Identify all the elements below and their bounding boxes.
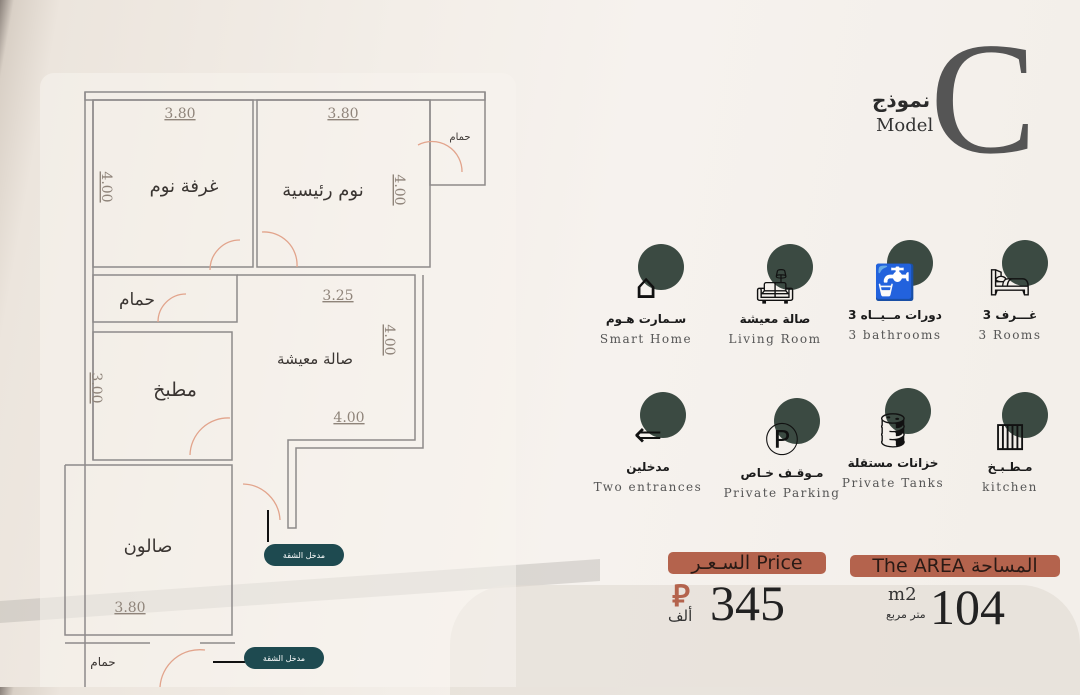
feature-circle <box>767 244 813 290</box>
area-value: 104 <box>930 579 1005 635</box>
sofa-icon: 🛋 <box>753 267 797 307</box>
feature-label-en: kitchen <box>982 480 1038 494</box>
price-unit: ألف <box>668 607 693 625</box>
room-living: صالة معيشة <box>277 350 353 368</box>
entrance-label: مدخل الشقة <box>264 544 344 566</box>
feature-label-en: Two entrances <box>593 480 703 494</box>
dim-master-width: 3.80 <box>327 106 358 122</box>
water-tank-icon: 🛢 <box>871 411 915 451</box>
feature-circle <box>887 240 933 286</box>
entrance-label: مدخل الشقة <box>244 647 324 669</box>
model-title-en: Model <box>876 115 934 136</box>
riyal-icon: ⃁ <box>672 579 690 614</box>
floor-plan-panel <box>40 73 516 687</box>
feature-label-ar: صالة معيشة <box>739 312 811 326</box>
feature-label-en: Private Tanks <box>841 476 945 490</box>
dim-kitchen-height: 3.00 <box>88 372 104 403</box>
feature-circle <box>1002 240 1048 286</box>
dim-master-height: 4.00 <box>391 174 407 205</box>
feature-label-ar: خزانات مستقلة <box>847 456 939 470</box>
feature-label-ar: مـوقـف خـاص <box>740 466 824 480</box>
feature-label-ar: 3 دورات مــيــاه <box>848 308 942 322</box>
room-salon: صالون <box>124 536 173 557</box>
feature-circle <box>885 388 931 434</box>
room-master-bedroom: نوم رئيسية <box>282 180 363 201</box>
area-unit-ar: متر مربع <box>886 608 926 621</box>
dim-living-height: 4.00 <box>381 324 397 355</box>
feature-label-en: Smart Home <box>599 332 693 346</box>
feature-label-en: Living Room <box>728 332 822 346</box>
feature-circle <box>638 244 684 290</box>
dim-living-width-2: 4.00 <box>333 410 364 426</box>
feature-label-ar: مـطـبـخ <box>987 460 1033 474</box>
dim-bedroom-width: 3.80 <box>164 106 195 122</box>
room-bath-bottom: حمام <box>90 655 115 669</box>
price-value: 345 <box>710 575 785 631</box>
room-kitchen: مطبخ <box>153 379 197 401</box>
area-label: The AREA المساحة <box>850 555 1060 577</box>
model-title-ar: نموذج <box>872 88 931 112</box>
dim-salon-width: 3.80 <box>114 600 145 616</box>
room-bedroom: غرفة نوم <box>150 176 219 197</box>
background-sofa <box>450 585 1080 695</box>
model-letter: C <box>930 9 1037 187</box>
dim-living-width: 3.25 <box>322 288 353 304</box>
sink-icon: 🚰 <box>873 263 917 303</box>
bed-icon: 🛏 <box>988 263 1032 303</box>
entrance-icon: ⇐ <box>633 415 663 455</box>
kitchen-icon: ▥ <box>993 415 1027 455</box>
feature-label-en: 3 Rooms <box>978 328 1042 342</box>
price-label: السـعـر Price <box>668 552 826 574</box>
dim-bedroom-height: 4.00 <box>98 171 114 202</box>
entrance-arrow-icon <box>267 510 269 542</box>
feature-label-ar: 3 غـــرف <box>982 308 1038 322</box>
feature-label-ar: مدخلين <box>626 460 670 474</box>
feature-label-ar: سـمارت هـوم <box>605 312 687 326</box>
feature-circle <box>774 398 820 444</box>
feature-label-en: 3 bathrooms <box>848 328 942 342</box>
room-bath: حمام <box>119 290 155 310</box>
entrance-arrow-icon <box>213 661 245 663</box>
parking-icon: Ⓟ <box>765 421 799 461</box>
area-unit-en: m2 <box>888 584 917 605</box>
feature-circle <box>1002 392 1048 438</box>
room-bath-small: حمام <box>449 132 470 143</box>
feature-label-en: Private Parking <box>723 486 841 500</box>
feature-circle <box>640 392 686 438</box>
smart-home-icon: ⌂ <box>635 267 657 307</box>
